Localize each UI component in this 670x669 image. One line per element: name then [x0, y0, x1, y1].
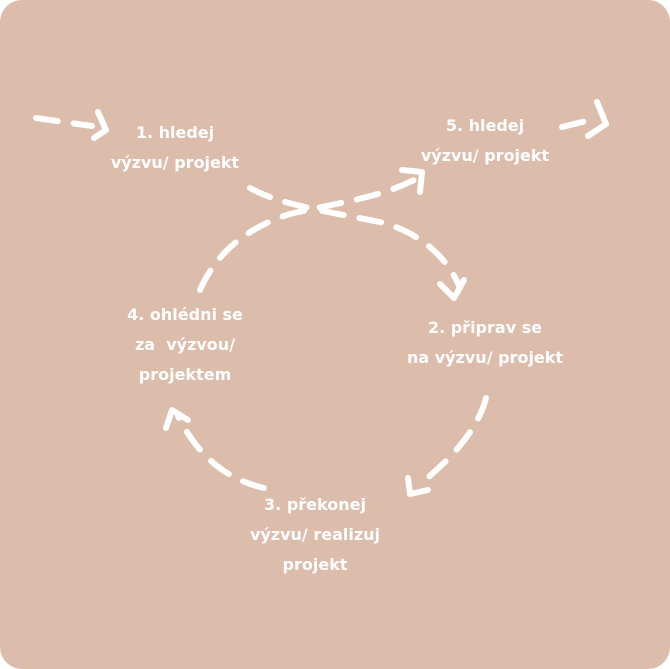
step-2-line2: na výzvu/ projekt — [406, 348, 564, 367]
step-4-line1: 4. ohlédni se — [127, 305, 243, 324]
step-4-line2: za výzvou/ — [134, 335, 236, 354]
arrowhead-5 — [399, 167, 425, 195]
step-1-line1: 1. hledej — [135, 123, 215, 142]
arrow-2-to-3 — [417, 395, 489, 487]
step-4-line3: projektem — [138, 365, 232, 384]
arrow-3-to-4 — [175, 413, 267, 491]
step-2-line1: 2. připrav se — [427, 318, 543, 337]
step-3-line1: 3. překonej — [264, 495, 366, 514]
entry-arrow — [33, 115, 95, 129]
arrow-1-to-2 — [247, 185, 463, 291]
step-5-label: 5. hledej výzvu/ projekt — [400, 111, 570, 171]
arrowhead-2 — [437, 277, 467, 301]
step-3-label: 3. překonej výzvu/ realizuj projekt — [230, 490, 400, 580]
arrowhead-4 — [163, 407, 191, 431]
step-3-line3: projekt — [282, 555, 348, 574]
exit-arrow — [559, 118, 589, 130]
step-5-line2: výzvu/ projekt — [420, 146, 550, 165]
step-1-line2: výzvu/ projekt — [110, 153, 240, 172]
exit-arrowhead — [585, 99, 609, 139]
arrowhead-3 — [405, 475, 431, 497]
step-3-line2: výzvu/ realizuj — [249, 525, 381, 544]
step-5-line1: 5. hledej — [445, 116, 525, 135]
step-2-label: 2. připrav se na výzvu/ projekt — [385, 313, 585, 373]
arrow-4-to-5 — [197, 175, 421, 293]
step-4-label: 4. ohlédni se za výzvou/projektem — [100, 300, 270, 390]
step-1-label: 1. hledej výzvu/ projekt — [90, 118, 260, 178]
entry-arrowhead — [91, 109, 109, 141]
